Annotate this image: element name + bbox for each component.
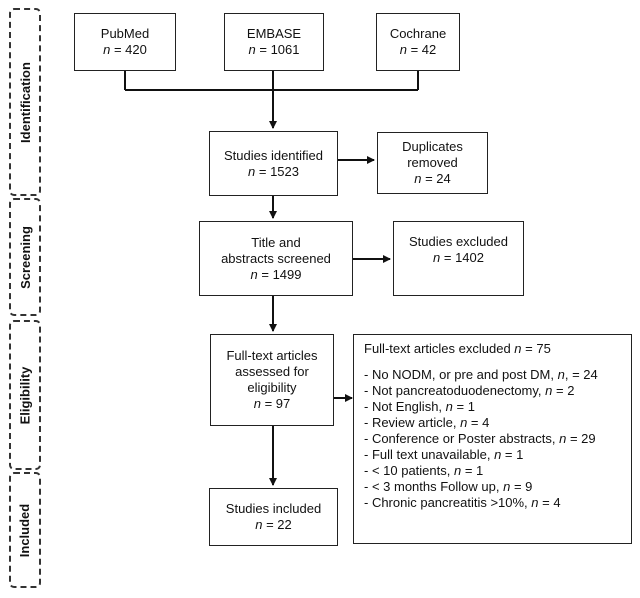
duplicates-line1: Duplicates <box>402 139 463 154</box>
fulltext-excluded-title: Full-text articles excluded n = 75 <box>364 341 551 356</box>
exclusion-reason: - Not English, n = 1 <box>364 399 475 414</box>
source-embase: EMBASE n = 1061 <box>224 13 324 71</box>
exclusion-reason: - Not pancreatoduodenectomy, n = 2 <box>364 383 575 398</box>
included-label: Studies included <box>225 501 322 516</box>
fulltext-line2: assessed for <box>235 364 309 379</box>
screened-line1: Title and <box>251 234 301 250</box>
studies-included-box: Studies included n = 22 <box>209 488 338 546</box>
stage-eligibility: Eligibility <box>9 320 41 470</box>
identified-label: Studies identified <box>223 147 323 163</box>
fulltext-assessed-box: Full-text articles assessed for eligibil… <box>210 334 334 426</box>
fulltext-line3: eligibility <box>247 380 297 395</box>
exclusion-reason: - < 3 months Follow up, n = 9 <box>364 479 533 494</box>
exclusion-reason: - Chronic pancreatitis >10%, n = 4 <box>364 495 561 510</box>
studies-identified-box: Studies identified n = 1523 <box>209 131 338 196</box>
fulltext-excluded-box: Full-text articles excluded n = 75 - No … <box>353 334 632 544</box>
n-symbol: n <box>253 396 261 411</box>
n-symbol: n <box>248 42 256 57</box>
screened-box: Title and abstracts screened n = 1499 <box>199 221 353 296</box>
exclusion-reason: - Review article, n = 4 <box>364 415 490 430</box>
n-symbol: n <box>248 163 256 179</box>
fulltext-excluded-count: = 75 <box>525 341 551 356</box>
pubmed-count: = 420 <box>113 42 147 57</box>
exclusion-reason: - < 10 patients, n = 1 <box>364 463 484 478</box>
cochrane-count: = 42 <box>410 42 437 57</box>
stage-identification: Identification <box>9 8 41 196</box>
stage-included: Included <box>9 472 41 588</box>
stage-screening: Screening <box>9 198 41 316</box>
screened-line2: abstracts screened <box>221 250 331 266</box>
n-symbol: n <box>250 266 258 282</box>
included-count: = 22 <box>266 517 292 532</box>
screen-excluded-count: = 1402 <box>443 250 484 265</box>
exclusion-reasons-list: - No NODM, or pre and post DM, n, = 24 -… <box>364 367 621 511</box>
n-symbol: n <box>103 42 111 57</box>
fulltext-line1: Full-text articles <box>226 348 318 363</box>
exclusion-reason: - Full text unavailable, n = 1 <box>364 447 524 462</box>
n-symbol: n <box>414 171 422 186</box>
embase-name: EMBASE <box>246 26 302 41</box>
exclusion-reason: - Conference or Poster abstracts, n = 29 <box>364 431 596 446</box>
pubmed-name: PubMed <box>100 26 150 41</box>
screened-count: = 1499 <box>261 266 302 282</box>
embase-count: = 1061 <box>259 42 300 57</box>
n-symbol: n <box>433 250 441 265</box>
source-pubmed: PubMed n = 420 <box>74 13 176 71</box>
cochrane-name: Cochrane <box>389 26 447 41</box>
source-cochrane: Cochrane n = 42 <box>376 13 460 71</box>
n-symbol: n <box>255 517 263 532</box>
n-symbol: n <box>399 42 407 57</box>
fulltext-count: = 97 <box>264 396 291 411</box>
duplicates-removed-box: Duplicates removed n = 24 <box>377 132 488 194</box>
duplicates-line2: removed <box>407 155 458 170</box>
screen-excluded-label: Studies excluded <box>408 234 508 249</box>
duplicates-count: = 24 <box>425 171 451 186</box>
identified-count: = 1523 <box>258 163 299 179</box>
screen-excluded-box: Studies excluded n = 1402 <box>393 221 524 296</box>
exclusion-reason: - No NODM, or pre and post DM, n, = 24 <box>364 367 598 382</box>
